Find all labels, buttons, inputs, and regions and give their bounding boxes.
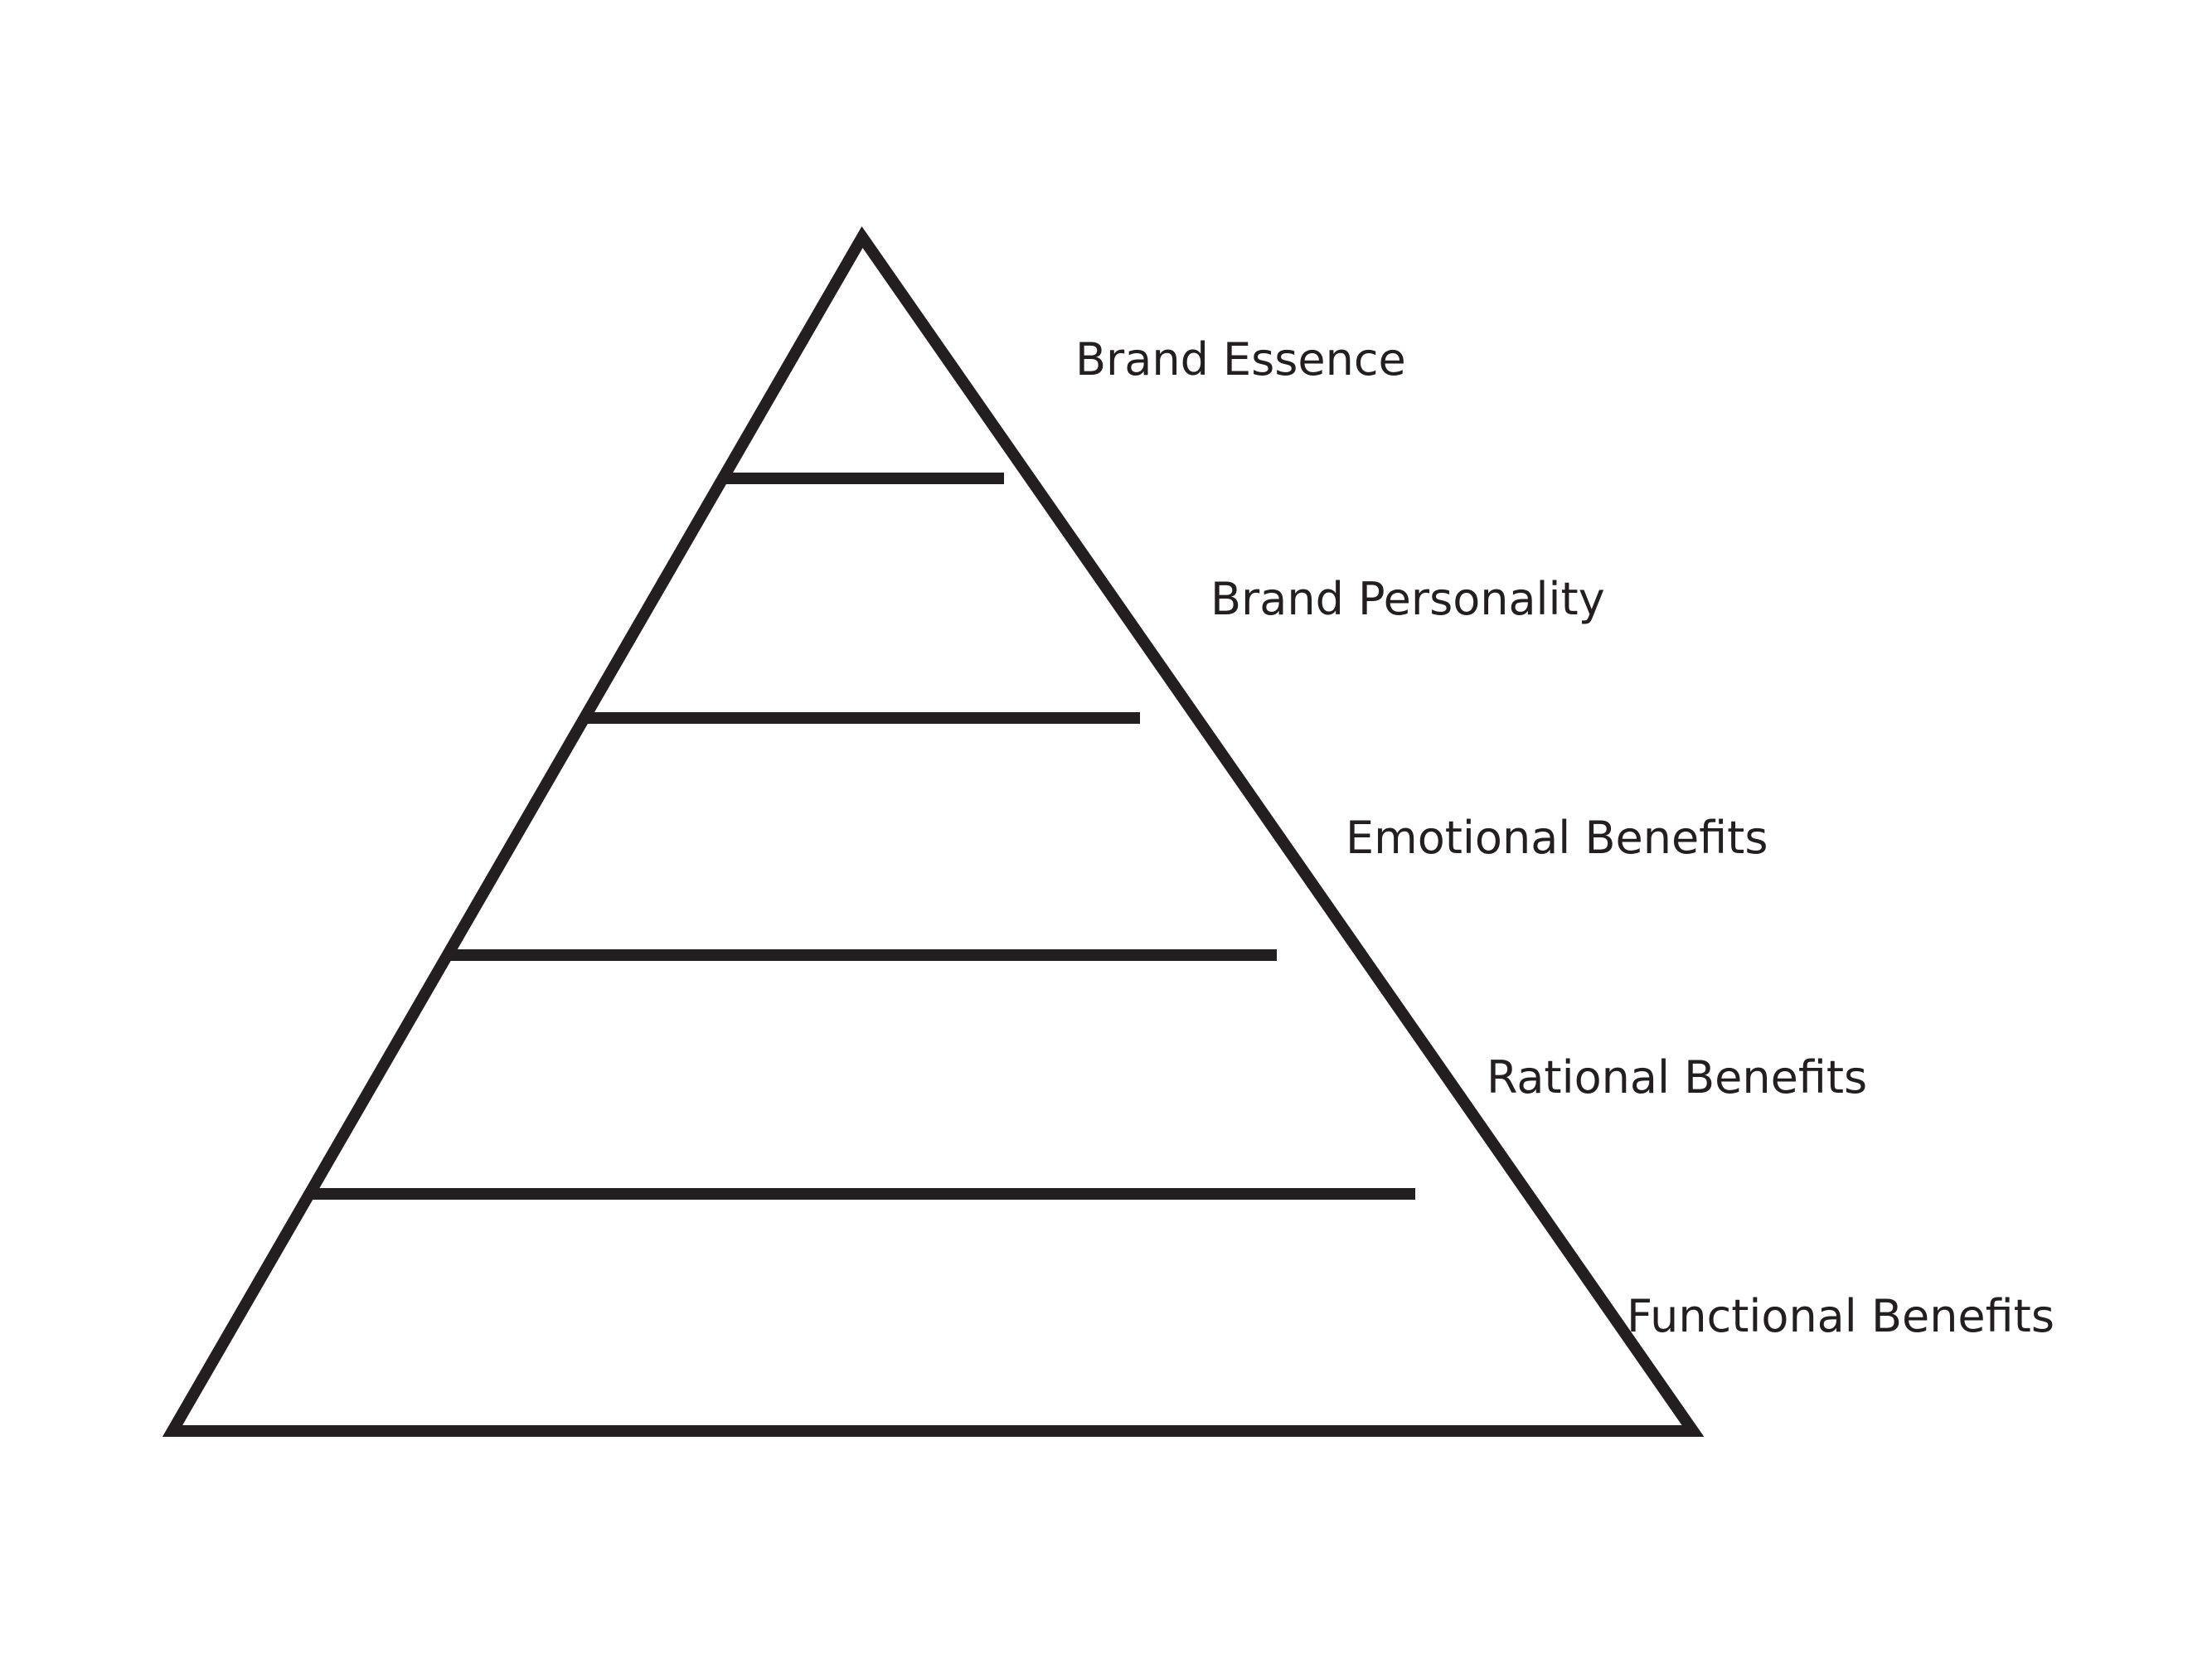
pyramid-outline <box>162 226 1705 1437</box>
level-label-brand-essence: Brand Essence <box>1075 333 1406 386</box>
level-label-rational-benefits: Rational Benefits <box>1487 1051 1867 1104</box>
level-label-brand-personality: Brand Personality <box>1210 573 1605 625</box>
level-label-emotional-benefits: Emotional Benefits <box>1346 812 1768 864</box>
level-label-functional-benefits: Functional Benefits <box>1627 1290 2054 1342</box>
